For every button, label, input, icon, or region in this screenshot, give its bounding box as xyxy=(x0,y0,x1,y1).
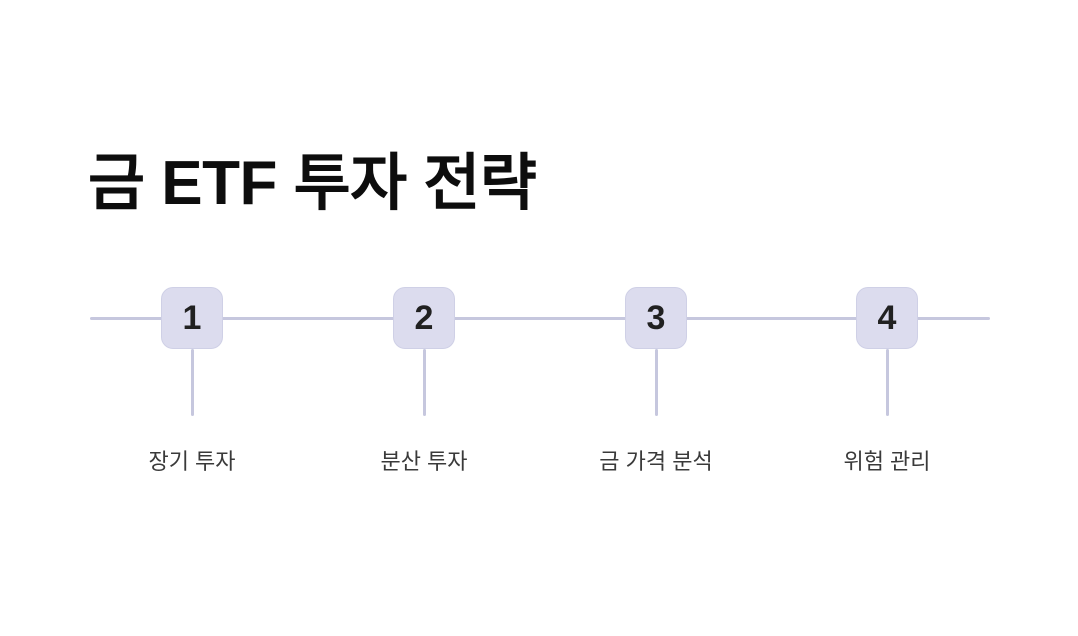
timeline-node-4[interactable]: 4 xyxy=(856,287,918,349)
page-title: 금 ETF 투자 전략 xyxy=(88,149,537,218)
timeline-node-3[interactable]: 3 xyxy=(625,287,687,349)
timeline-stem-2 xyxy=(423,349,426,416)
timeline-node-number-2: 2 xyxy=(414,299,434,337)
timeline-stem-3 xyxy=(655,349,658,416)
timeline-node-number-1: 1 xyxy=(182,299,202,337)
timeline-stem-4 xyxy=(886,349,889,416)
timeline-label-2: 분산 투자 xyxy=(380,449,468,474)
timeline-axis-line xyxy=(90,317,990,320)
timeline-node-number-4: 4 xyxy=(877,299,897,337)
timeline-node-1[interactable]: 1 xyxy=(161,287,223,349)
timeline-node-2[interactable]: 2 xyxy=(393,287,455,349)
timeline-label-1: 장기 투자 xyxy=(148,449,236,474)
timeline-stem-1 xyxy=(191,349,194,416)
timeline-label-4: 위험 관리 xyxy=(843,449,931,474)
timeline-label-3: 금 가격 분석 xyxy=(599,449,713,474)
timeline-node-number-3: 3 xyxy=(646,299,666,337)
